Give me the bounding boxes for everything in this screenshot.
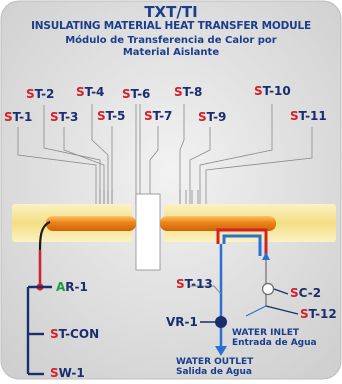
label-st10: ST-10 xyxy=(254,84,291,98)
heater-lead xyxy=(38,220,51,287)
label-water-inlet: WATER INLET Entrada de Agua xyxy=(232,328,317,348)
valve-vr1 xyxy=(215,316,227,328)
label-sw1: SW-1 xyxy=(50,366,85,380)
label-st1: ST-1 xyxy=(4,110,33,124)
insulating-sample xyxy=(135,193,161,271)
label-st4: ST-4 xyxy=(76,85,105,99)
label-st9: ST-9 xyxy=(198,110,227,124)
label-stcon: ST-CON xyxy=(50,327,100,341)
label-sc2: SC-2 xyxy=(290,286,322,300)
label-st6: ST-6 xyxy=(122,87,151,101)
label-water-outlet: WATER OUTLET Salida de Agua xyxy=(176,357,253,377)
hot-rod xyxy=(46,216,136,231)
label-st7: ST-7 xyxy=(144,109,173,123)
label-vr1: VR-1 xyxy=(166,315,198,329)
water-outlet-en: WATER OUTLET xyxy=(176,357,254,367)
label-st12: ST-12 xyxy=(300,307,337,321)
cold-rod xyxy=(160,216,276,231)
label-st3: ST-3 xyxy=(50,110,79,124)
water-outlet-arrow xyxy=(215,346,227,356)
label-ar1: AR-1 xyxy=(56,280,88,294)
subtitle-spanish-line1: Módulo de Transferencia de Calor por xyxy=(65,35,277,46)
water-inlet-en: WATER INLET xyxy=(232,328,300,338)
water-circuit xyxy=(190,228,299,356)
subtitle-spanish-line2: Material Aislante xyxy=(122,47,220,58)
label-st8: ST-8 xyxy=(174,85,203,99)
flow-sensor-sc2 xyxy=(261,282,275,296)
water-inlet-es: Entrada de Agua xyxy=(232,338,317,348)
diagram-title: TXT/TI xyxy=(144,3,198,21)
label-st2: ST-2 xyxy=(26,87,55,101)
control-bracket xyxy=(26,285,52,376)
label-st11: ST-11 xyxy=(290,109,327,123)
subtitle-english: INSULATING MATERIAL HEAT TRANSFER MODULE xyxy=(31,20,311,32)
label-st13: ST-13 xyxy=(176,277,213,291)
water-outlet-es: Salida de Agua xyxy=(176,367,252,377)
water-inlet-arrow xyxy=(262,252,270,260)
label-st5: ST-5 xyxy=(97,109,126,123)
